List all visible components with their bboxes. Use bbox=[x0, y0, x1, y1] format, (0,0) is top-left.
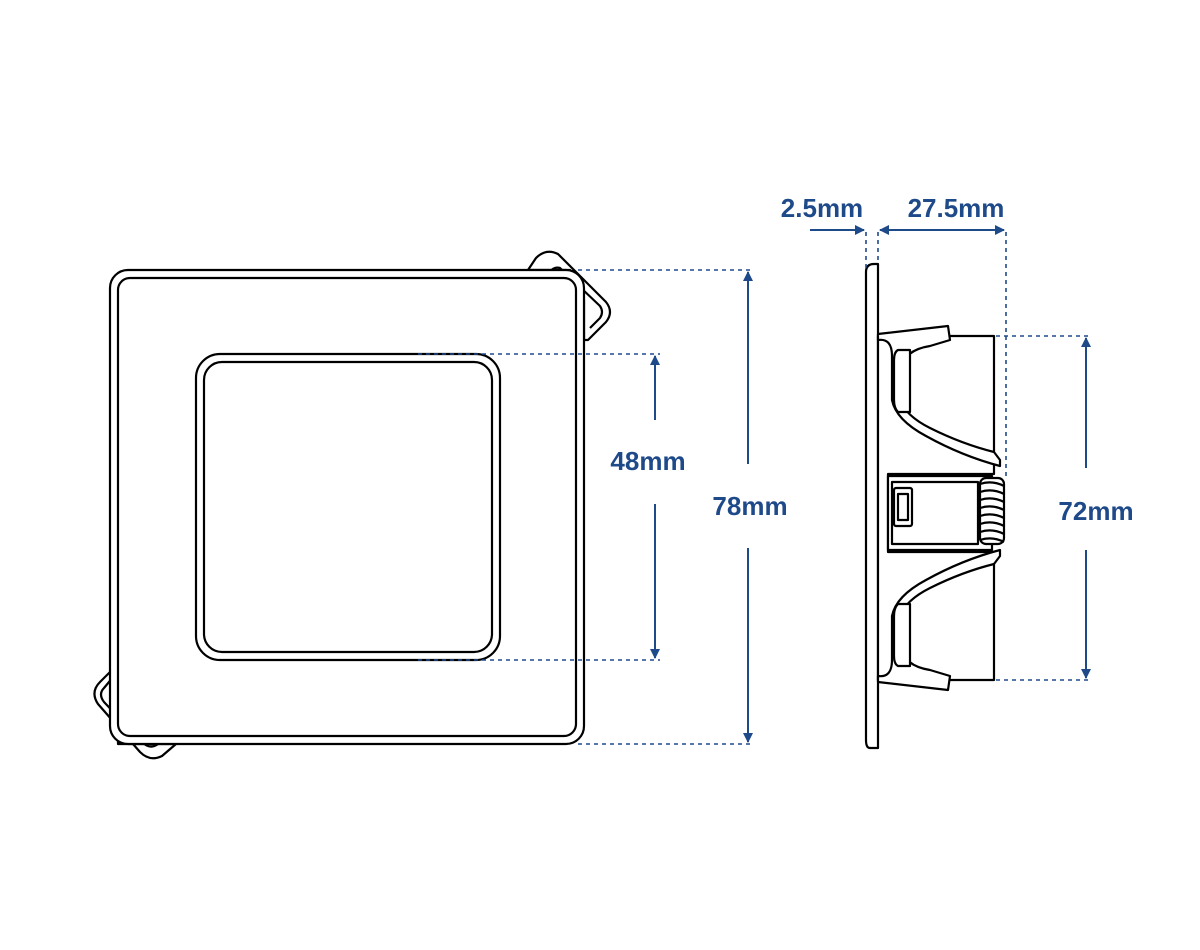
spring-clip-top bbox=[876, 324, 1002, 468]
front-view bbox=[93, 250, 612, 760]
dimension-27-5mm: 27.5mm bbox=[877, 193, 1007, 476]
cutout-height-label: 72mm bbox=[1058, 496, 1133, 526]
spring-clip-bottom bbox=[876, 548, 1002, 692]
dimension-48mm: 48mm bbox=[418, 353, 686, 661]
center-connector bbox=[886, 474, 994, 552]
inner-size-label: 48mm bbox=[610, 446, 685, 476]
plate-thickness-label: 2.5mm bbox=[781, 193, 863, 223]
dimension-78mm: 78mm bbox=[578, 269, 788, 745]
side-view bbox=[864, 262, 1006, 750]
inner-panel-edge bbox=[202, 360, 494, 654]
coil-spring bbox=[978, 476, 1006, 546]
dimension-2-5mm: 2.5mm bbox=[781, 193, 867, 272]
outer-frame bbox=[108, 268, 586, 746]
depth-label: 27.5mm bbox=[908, 193, 1005, 223]
dimension-72mm: 72mm bbox=[996, 335, 1134, 681]
outer-size-label: 78mm bbox=[712, 491, 787, 521]
face-plate bbox=[864, 262, 880, 750]
inner-panel bbox=[194, 352, 502, 662]
outer-frame-inner-edge bbox=[116, 276, 578, 738]
